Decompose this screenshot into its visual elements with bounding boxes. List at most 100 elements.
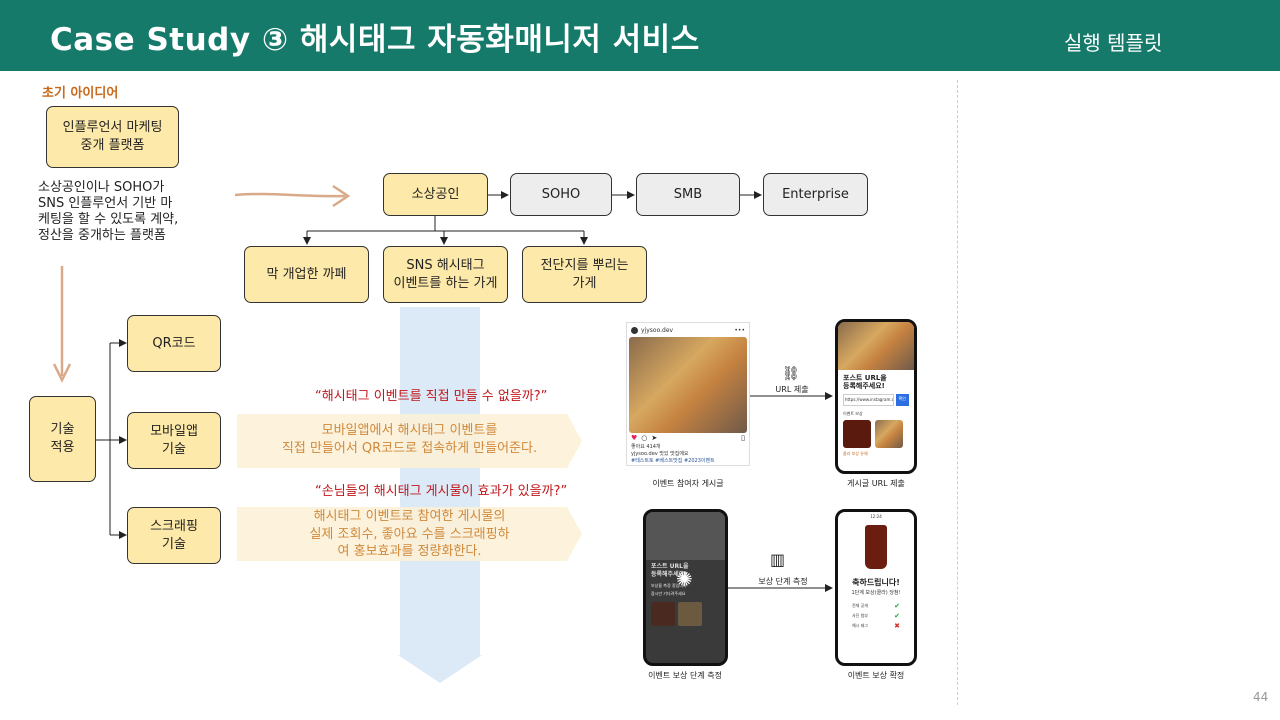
instagram-post-mockup: yjysoo.dev ••• ♥ ○ ➤ ▯ 좋아요 414개 yjysoo.d… — [626, 322, 750, 466]
check-ok-icon: ✔ — [894, 602, 900, 610]
cola-glass-image — [865, 525, 887, 569]
measuring-phone: 포스트 URL을 등록해주세요! 보상을 측정 중입니다 잠시만 기다려주세요 … — [643, 509, 728, 666]
desc-line: 케팅을 할 수 있도록 계약, — [38, 211, 179, 227]
congrats-title: 축하드립니다! — [852, 578, 900, 587]
measure-note: 잠시만 기다려주세요 — [651, 591, 686, 596]
answer-2: 해시태그 이벤트로 참여한 게시물의 실제 조회수, 좋아요 수를 스크래핑하 … — [237, 508, 582, 561]
subtarget-line: 막 개업한 까페 — [266, 266, 347, 282]
link-icon: ⛓ — [782, 366, 800, 382]
bookmark-icon: ▯ — [741, 434, 745, 442]
reward-title: 이벤트 보상 — [843, 411, 863, 416]
check-row: 해시 태그 ✖ — [852, 621, 900, 631]
food-photo — [629, 337, 747, 433]
tech-line: 기술 — [162, 441, 186, 457]
heart-icon: ♥ — [631, 434, 638, 442]
phone-header-photo — [838, 322, 914, 370]
target-soho: SOHO — [510, 173, 612, 216]
tech-line: 모바일앱 — [150, 423, 198, 439]
insta-tags: #테스트토 #베스트맛집 #2023이벤트 — [631, 458, 715, 464]
desc-line: 소상공인이나 SOHO가 — [38, 180, 165, 195]
congrats-subtitle: 1단계 보상(콜라) 당첨! — [851, 590, 901, 596]
avatar — [631, 326, 638, 334]
tech-root-line: 기술 — [50, 422, 75, 438]
caption-confirm: 이벤트 보상 확정 — [847, 671, 905, 680]
building-chart-icon: ▥ — [770, 550, 786, 569]
answer-line: 여 홍보효과를 정량화한다. — [337, 544, 482, 560]
insta-caption: yjysoo.dev 맛있 맛집에요 — [631, 451, 689, 457]
vertical-divider — [957, 80, 958, 705]
target-smb: SMB — [636, 173, 740, 216]
initial-idea-label: 초기 아이디어 — [42, 86, 119, 101]
answer-line: 모바일앱에서 해시태그 이벤트를 — [321, 423, 498, 438]
answer-band-2 — [237, 507, 582, 561]
comment-icon: ○ — [641, 434, 648, 442]
answer-1: 모바일앱에서 해시태그 이벤트를 직접 만들어서 QR코드로 접속하게 만들어준… — [237, 422, 582, 457]
check-fail-icon: ✖ — [894, 622, 900, 630]
subtarget-line: 이벤트를 하는 가게 — [393, 275, 498, 291]
page-title: Case Study ③ 해시태그 자동화매니저 서비스 — [50, 22, 700, 58]
tech-qrcode: QR코드 — [127, 315, 221, 372]
initial-idea-description: 소상공인이나 SOHO가 SNS 인플루언서 기반 마 케팅을 할 수 있도록 … — [38, 180, 228, 243]
insta-likes: 좋아요 414개 — [631, 444, 661, 450]
insta-username: yjysoo.dev — [641, 326, 674, 334]
subtarget-line: 전단지를 뿌리는 — [540, 257, 629, 273]
cola-image — [843, 420, 871, 448]
measure-note: 보상을 측정 중입니다 — [651, 583, 687, 588]
desc-line: SNS 인플루언서 기반 마 — [38, 195, 173, 211]
post-url-confirm-button[interactable]: 확인 — [895, 394, 909, 406]
reward-item: 콜라 보상 유해 — [843, 451, 868, 456]
tech-line: QR코드 — [152, 335, 196, 351]
answer-line: 실제 조회수, 좋아요 수를 스크래핑하 — [309, 526, 510, 542]
section-subtitle: 실행 템플릿 — [1064, 31, 1163, 55]
initial-idea-line2: 중개 플랫폼 — [80, 138, 145, 153]
initial-idea-line1: 인플루언서 마케팅 — [62, 120, 163, 136]
tech-line: 기술 — [162, 536, 186, 552]
dimmed-header — [646, 512, 725, 560]
post-url-input[interactable]: https://www.instagram.com/ — [843, 394, 894, 406]
caption-url-submit: 게시글 URL 제출 — [847, 479, 905, 488]
caption-post: 이벤트 참여자 게시글 — [652, 479, 724, 488]
step-url-submit: URL 제출 — [775, 385, 809, 394]
page-number: 44 — [1253, 690, 1269, 704]
dim-cola-image — [651, 602, 675, 626]
check-row: 사진 첨부 ✔ — [852, 611, 900, 621]
check-row: 전체 공개 ✔ — [852, 601, 900, 611]
header-bar — [0, 0, 1280, 71]
desc-line: 정산을 중개하는 플랫폼 — [38, 227, 166, 243]
share-icon: ➤ — [651, 434, 658, 442]
url-submit-phone: 포스트 URL을 등록해주세요! https://www.instagram.c… — [835, 319, 917, 474]
check-ok-icon: ✔ — [894, 612, 900, 620]
target-small-business: 소상공인 — [383, 173, 488, 216]
post-url-title: 포스트 URL을 — [843, 374, 887, 382]
congrats-phone: 12:24 축하드립니다! 1단계 보상(콜라) 당첨! 전체 공개 ✔ 사진 … — [835, 509, 917, 666]
question-1: “해시태그 이벤트를 직접 만들 수 없을까?” — [315, 389, 548, 404]
more-icon: ••• — [734, 326, 745, 334]
check-label: 전체 공개 — [852, 603, 868, 608]
answer-line: 해시태그 이벤트로 참여한 게시물의 — [313, 509, 506, 524]
step-reward-measure: 보상 단계 측정 — [758, 577, 808, 586]
loading-spinner-icon: ✺ — [676, 567, 693, 591]
check-label: 사진 첨부 — [852, 613, 868, 618]
tech-line: 스크래핑 — [150, 518, 198, 534]
answer-band-1 — [237, 414, 582, 468]
status-time: 12:24 — [870, 514, 882, 519]
measure-title: 포스트 URL을 — [651, 563, 689, 570]
answer-line: 직접 만들어서 QR코드로 접속하게 만들어준다. — [281, 440, 538, 456]
tech-root-line: 적용 — [50, 440, 75, 455]
target-enterprise: Enterprise — [763, 173, 868, 216]
subtarget-line: SNS 해시태그 — [406, 257, 485, 273]
burger-image — [875, 420, 903, 448]
check-label: 해시 태그 — [852, 623, 868, 628]
flow-arrow — [398, 307, 482, 683]
dim-burger-image — [678, 602, 702, 626]
subtarget-line: 가게 — [572, 275, 597, 291]
subtarget-new-cafe: 막 개업한 까페 — [244, 246, 369, 303]
caption-measure: 이벤트 보상 단계 측정 — [648, 671, 722, 680]
